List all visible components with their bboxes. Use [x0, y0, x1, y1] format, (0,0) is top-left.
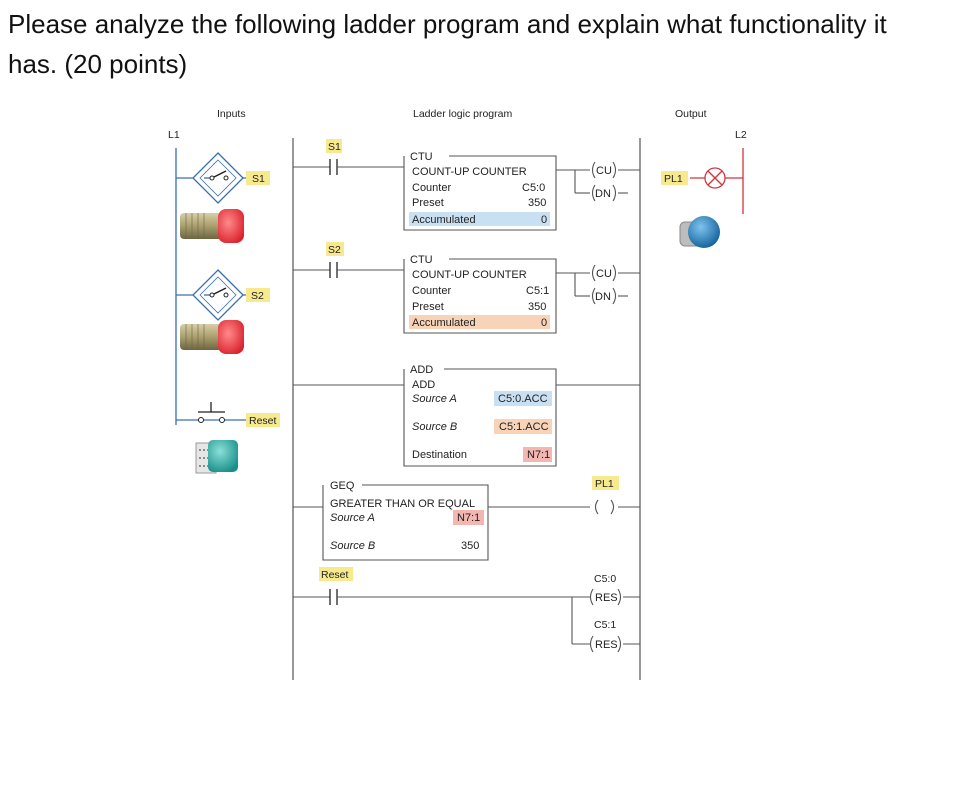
s1-input-tag: S1	[252, 173, 265, 185]
rung2-block-type: CTU	[410, 254, 433, 266]
rung-3: ADD ADD Source A C5:0.ACC Source B C5:1.…	[293, 364, 640, 467]
rung1-counter-label: Counter	[412, 182, 451, 194]
rung2-preset-value: 350	[528, 301, 546, 313]
rung3-dest-value: N7:1	[527, 449, 550, 461]
rung2-counter-value: C5:1	[526, 285, 549, 297]
header-output: Output	[675, 108, 707, 120]
rung1-coil-cu: CU	[596, 165, 612, 177]
rung4-srcb-label: Source B	[330, 540, 375, 552]
rung2-coil-dn: DN	[595, 291, 611, 303]
s2-input-tag: S2	[251, 290, 264, 302]
rung2-counter-label: Counter	[412, 285, 451, 297]
rung4-block-name: GREATER THAN OR EQUAL	[330, 498, 475, 510]
rung1-block-type: CTU	[410, 151, 433, 163]
rung2-preset-label: Preset	[412, 301, 444, 313]
rail-label-l2: L2	[735, 129, 747, 141]
rung1-contact-tag: S1	[328, 141, 341, 153]
rung2-ctu-block	[403, 258, 557, 334]
rung2-accum-value: 0	[541, 317, 547, 329]
rung1-counter-value: C5:0	[522, 182, 545, 194]
s2-input-tag-bg	[246, 288, 270, 302]
rung-1: S1 CTU COUNT-UP COUNTER Counter C5:0 Pre…	[293, 139, 640, 231]
rung1-accum-value: 0	[541, 214, 547, 226]
rung-2: S2 CTU COUNT-UP COUNTER Counter C5:1 Pre…	[293, 242, 640, 334]
output-tag: PL1	[664, 173, 683, 185]
rung5-contact-tag: Reset	[321, 569, 349, 581]
rung2-block-name: COUNT-UP COUNTER	[412, 269, 527, 281]
rung3-add-block	[403, 368, 557, 467]
rail-label-l1: L1	[168, 129, 180, 141]
header-inputs: Inputs	[217, 108, 246, 120]
s1-proximity-sensor-image	[180, 209, 244, 243]
rung4-output-coil	[594, 499, 599, 515]
rung3-srca-value: C5:0.ACC	[498, 393, 548, 405]
rung5-coil2-type: RES	[595, 639, 618, 651]
rung3-block-name: ADD	[412, 379, 435, 391]
rung4-srca-label: Source A	[330, 512, 375, 524]
rung4-geq-block	[322, 484, 489, 561]
rung1-preset-value: 350	[528, 197, 546, 209]
rung3-srcb-value: C5:1.ACC	[499, 421, 549, 433]
rung-5: Reset C5:0 RES C5:1 RES	[293, 567, 640, 653]
s2-sensor-symbol	[192, 269, 244, 321]
rung4-srca-value: N7:1	[457, 512, 480, 524]
pilot-light-symbol	[704, 167, 726, 189]
rung2-contact-tag: S2	[328, 244, 341, 256]
rung5-coil1-tag: C5:0	[594, 573, 616, 585]
header-program: Ladder logic program	[413, 108, 512, 120]
rung1-contact-tag-bg	[326, 139, 342, 153]
s1-sensor-symbol	[192, 152, 244, 204]
rung3-srcb-label: Source B	[412, 421, 457, 433]
rung4-coil-tag: PL1	[595, 478, 614, 490]
rung-4: GEQ GREATER THAN OR EQUAL Source A N7:1 …	[293, 476, 640, 561]
rung5-coil1-type: RES	[595, 592, 618, 604]
rung1-block-name: COUNT-UP COUNTER	[412, 166, 527, 178]
reset-pushbutton-symbol	[198, 402, 225, 423]
rung1-coil-dn: DN	[595, 188, 611, 200]
rung1-accum-label: Accumulated	[412, 214, 476, 226]
rung3-block-type: ADD	[410, 364, 433, 376]
reset-input-tag-bg	[246, 413, 280, 427]
rung5-coil2-tag: C5:1	[594, 619, 616, 631]
rung1-ctu-block	[403, 155, 557, 231]
pilot-light-image	[679, 216, 720, 248]
rung3-srca-label: Source A	[412, 393, 457, 405]
rung2-accum-label: Accumulated	[412, 317, 476, 329]
rung1-preset-label: Preset	[412, 197, 444, 209]
question-text: Please analyze the following ladder prog…	[8, 9, 887, 79]
rung2-coil-cu: CU	[596, 268, 612, 280]
rung4-block-type: GEQ	[330, 480, 355, 492]
s1-input-tag-bg	[246, 171, 270, 185]
s2-proximity-sensor-image	[180, 320, 244, 354]
rung3-dest-label: Destination	[412, 449, 467, 461]
rung4-srcb-value: 350	[461, 540, 479, 552]
reset-pushbutton-image	[195, 440, 238, 474]
reset-input-tag: Reset	[249, 415, 277, 427]
